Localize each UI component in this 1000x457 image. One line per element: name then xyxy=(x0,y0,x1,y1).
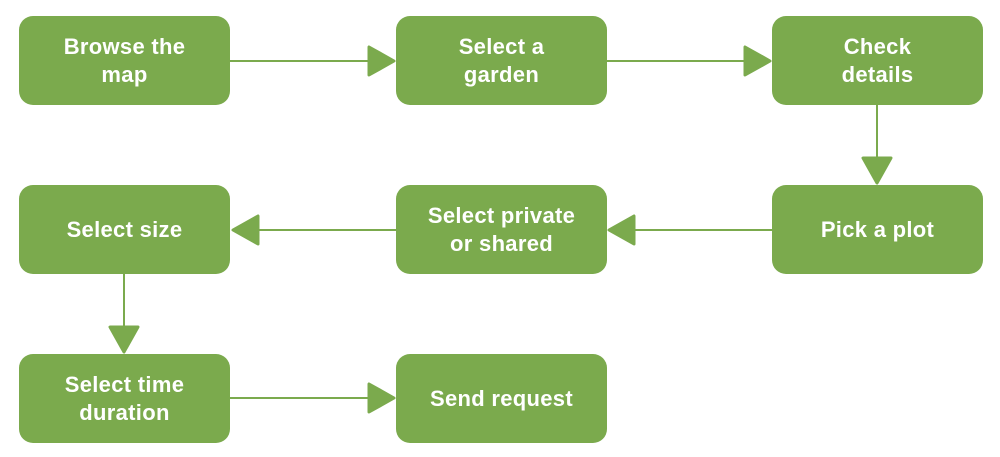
arrow-browse-map-to-select-garden xyxy=(230,45,396,77)
arrow-select-size-to-select-time-duration xyxy=(108,274,140,354)
node-select-time-duration: Select time duration xyxy=(19,354,230,443)
node-select-size: Select size xyxy=(19,185,230,274)
arrow-select-garden-to-check-details xyxy=(607,45,772,77)
node-select-private-shared: Select private or shared xyxy=(396,185,607,274)
arrow-pick-plot-to-select-private-shared xyxy=(607,214,772,246)
node-select-time-duration-label: Select time duration xyxy=(64,371,185,425)
node-select-private-shared-label: Select private or shared xyxy=(427,202,576,256)
node-browse-map: Browse the map xyxy=(19,16,230,105)
node-check-details: Check details xyxy=(772,16,983,105)
node-check-details-label: Check details xyxy=(841,33,914,87)
node-select-garden: Select a garden xyxy=(396,16,607,105)
node-browse-map-label: Browse the map xyxy=(63,33,186,87)
arrow-select-private-shared-to-select-size xyxy=(231,214,396,246)
node-select-size-label: Select size xyxy=(66,216,183,242)
node-pick-plot-label: Pick a plot xyxy=(820,216,935,242)
node-send-request-label: Send request xyxy=(430,385,573,411)
arrow-select-time-duration-to-send-request xyxy=(230,382,396,414)
node-select-garden-label: Select a garden xyxy=(458,33,545,87)
arrow-check-details-to-pick-plot xyxy=(861,105,893,185)
node-send-request: Send request xyxy=(396,354,607,443)
node-pick-plot: Pick a plot xyxy=(772,185,983,274)
